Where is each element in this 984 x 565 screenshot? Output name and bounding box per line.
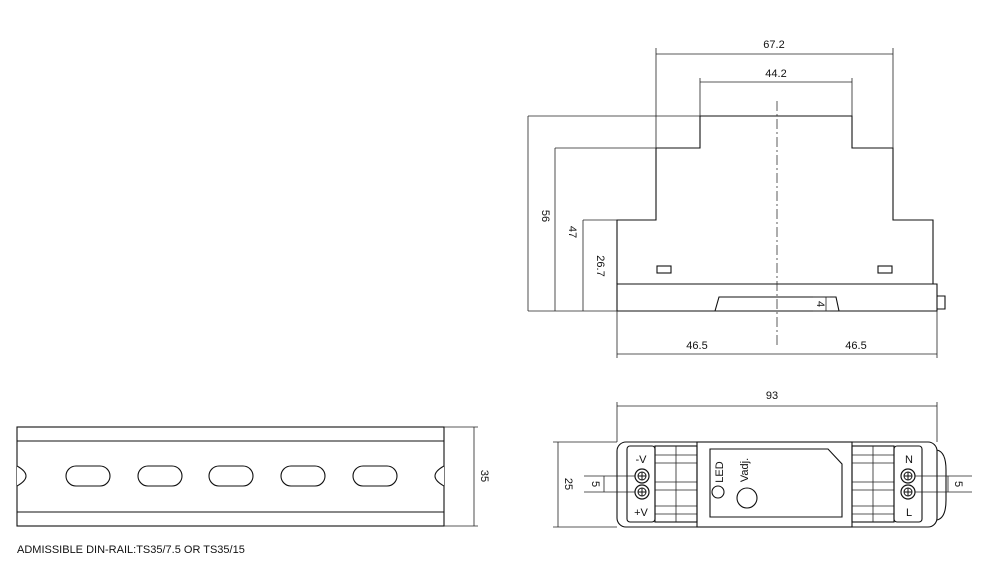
side-view-outline xyxy=(616,115,934,284)
din-rail-slot xyxy=(208,465,254,487)
label-plus-v: +V xyxy=(634,507,648,519)
vadj-potentiometer-icon[interactable] xyxy=(736,487,758,509)
din-rail-caption: ADMISSIBLE DIN-RAIL:TS35/7.5 OR TS35/15 xyxy=(17,544,245,556)
dim-label-4: 4 xyxy=(814,301,826,307)
dim-side-top-width: 67.2 xyxy=(655,39,894,148)
terminal-screw-icon-minus-v xyxy=(634,468,650,484)
dim-label-26-7: 26.7 xyxy=(594,255,606,276)
dim-rail-depth: 4 xyxy=(813,296,830,312)
side-view-slot-right xyxy=(877,265,893,274)
din-rail xyxy=(16,426,445,527)
dim-height-mid: 47 xyxy=(554,147,656,311)
din-rail-slot xyxy=(137,465,183,487)
dim-label-46-5-right: 46.5 xyxy=(845,340,866,352)
dim-label-56: 56 xyxy=(539,210,551,222)
label-l: L xyxy=(906,507,912,519)
dim-terminal-pitch-left: 5 xyxy=(584,475,635,493)
din-rail-outline xyxy=(16,426,445,527)
dim-terminal-pitch-right: 5 xyxy=(915,475,972,493)
front-label-window xyxy=(709,448,843,518)
side-view xyxy=(616,101,946,345)
din-rail-slot xyxy=(280,465,326,487)
dim-height-total: 56 xyxy=(527,115,700,312)
label-n: N xyxy=(905,454,913,466)
label-led: LED xyxy=(714,461,726,482)
dim-front-width: 93 xyxy=(616,390,938,442)
dim-label-44-2: 44.2 xyxy=(765,68,786,80)
dim-side-inner-width: 44.2 xyxy=(699,68,853,116)
led-indicator-icon xyxy=(711,485,725,499)
side-view-slot-left xyxy=(656,265,672,274)
dim-label-67-2: 67.2 xyxy=(763,39,784,51)
terminal-screw-icon-plus-v xyxy=(634,484,650,500)
label-minus-v: -V xyxy=(636,454,648,466)
dim-label-5-left: 5 xyxy=(589,481,601,487)
side-view-latch xyxy=(937,295,946,310)
din-rail-slot xyxy=(352,465,398,487)
label-vadj: Vadj. xyxy=(739,458,751,482)
dim-label-5-right: 5 xyxy=(952,481,964,487)
dim-label-47: 47 xyxy=(566,226,578,238)
dim-label-25: 25 xyxy=(562,478,574,490)
terminal-screw-icon-n xyxy=(900,468,916,484)
dim-label-93: 93 xyxy=(766,390,778,402)
terminal-block-right xyxy=(893,445,923,523)
dim-label-46-5-left: 46.5 xyxy=(686,340,707,352)
front-view-side-bump xyxy=(936,449,947,521)
front-center-panel xyxy=(696,441,853,528)
dim-front-height: 25 xyxy=(553,441,617,528)
terminal-screw-icon-l xyxy=(900,484,916,500)
dim-height-lower: 26.7 xyxy=(582,219,617,311)
front-view: -V +V N L LED Vadj. xyxy=(616,441,947,528)
dim-rail-height: 35 xyxy=(444,426,490,527)
dim-label-35: 35 xyxy=(478,470,490,482)
din-rail-slot xyxy=(65,465,111,487)
dim-half-widths: 46.5 46.5 xyxy=(616,311,938,358)
side-view-rail-notch xyxy=(714,296,840,312)
